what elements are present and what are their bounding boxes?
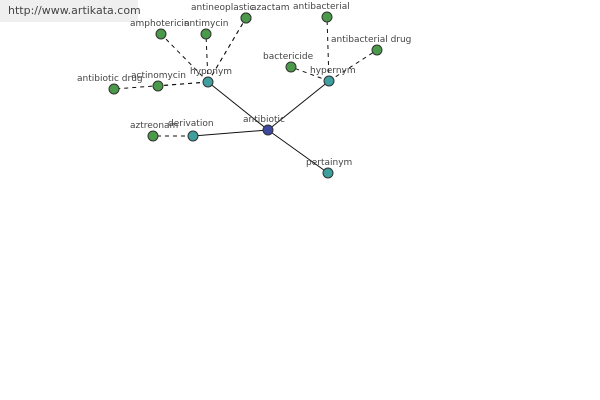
edge-antibiotic-hyponym: [207, 81, 269, 131]
edge-hypernym-antibacterial: [326, 16, 330, 82]
node-amphotericin[interactable]: amphotericin: [130, 19, 190, 40]
edge-hyponym-amphotericin: [160, 33, 209, 83]
watermark-banner: http://www.artikata.com: [0, 0, 141, 22]
relation-node-circle[interactable]: [202, 76, 214, 88]
edge-hyponym-actinomycin: [157, 81, 209, 87]
node-pertainym[interactable]: pertainym: [306, 158, 352, 179]
center-node-circle[interactable]: [262, 124, 274, 136]
node-antimycin[interactable]: antimycin: [184, 19, 229, 40]
node-label: actinomycin: [131, 71, 186, 81]
leaf-node-circle[interactable]: [155, 28, 167, 40]
node-derivation[interactable]: derivation: [168, 119, 214, 142]
edge-antibiotic-pertainym: [267, 129, 329, 174]
node-label: antibiotic drug: [77, 74, 143, 84]
node-antibacterial-drug[interactable]: antibacterial drug: [331, 35, 411, 56]
edge-hyponym-antimycin: [205, 33, 209, 83]
leaf-node-circle[interactable]: [321, 11, 333, 23]
node-hypernym[interactable]: hypernym: [310, 66, 356, 87]
node-antibacterial[interactable]: antibacterial: [293, 2, 350, 23]
node-label: antibacterial: [293, 2, 350, 12]
leaf-node-circle[interactable]: [147, 130, 159, 142]
edge-antibiotic-derivation: [192, 129, 269, 137]
node-label: azactam: [251, 3, 290, 13]
node-label: pertainym: [306, 158, 352, 168]
leaf-node-circle[interactable]: [200, 28, 212, 40]
node-azactam[interactable]: azactam: [240, 3, 290, 24]
node-label: derivation: [168, 119, 214, 129]
leaf-node-circle[interactable]: [152, 80, 164, 92]
edge-hypernym-antibacterial-drug: [328, 49, 378, 82]
node-label: amphotericin: [130, 19, 190, 29]
relation-node-circle[interactable]: [322, 167, 334, 179]
node-label: antibiotic: [243, 115, 285, 125]
node-label: hyponym: [190, 67, 232, 77]
edge-antibiotic-hypernym: [267, 80, 330, 131]
leaf-node-circle[interactable]: [108, 83, 120, 95]
node-label: aztreonam: [130, 121, 178, 131]
node-antibiotic-drug[interactable]: antibiotic drug: [77, 74, 143, 95]
node-bactericide[interactable]: bactericide: [263, 52, 314, 73]
graph-edges: [113, 16, 378, 174]
node-antibiotic[interactable]: antibiotic: [243, 115, 285, 136]
node-actinomycin[interactable]: actinomycin: [131, 71, 186, 92]
node-label: antineoplastic: [191, 3, 254, 13]
relation-node-circle[interactable]: [323, 75, 335, 87]
relation-node-circle[interactable]: [187, 130, 199, 142]
node-label: antimycin: [184, 19, 229, 29]
node-aztreonam[interactable]: aztreonam: [130, 121, 178, 142]
leaf-node-circle[interactable]: [285, 61, 297, 73]
node-label: hypernym: [310, 66, 356, 76]
node-hyponym[interactable]: hyponym: [190, 67, 232, 88]
watermark-text: http://www.artikata.com: [8, 4, 141, 17]
node-label: bactericide: [263, 52, 314, 62]
node-label: antibacterial drug: [331, 35, 411, 45]
leaf-node-circle[interactable]: [371, 44, 383, 56]
leaf-node-circle[interactable]: [240, 12, 252, 24]
edge-hypernym-bactericide: [290, 66, 330, 82]
